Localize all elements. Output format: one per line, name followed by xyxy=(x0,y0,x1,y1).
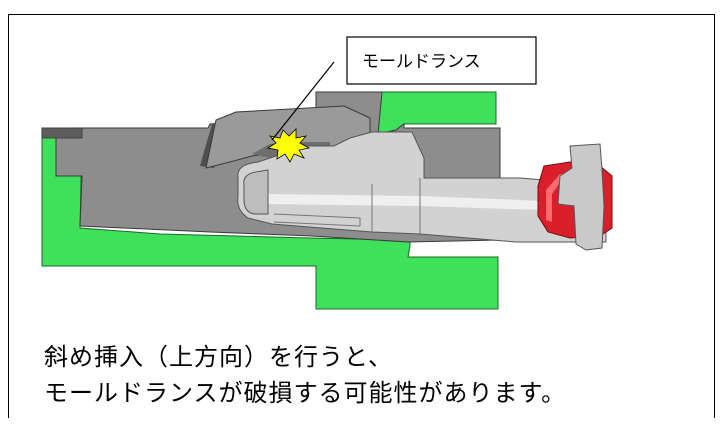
caption-line-1: 斜め挿入（上方向）を行うと、 xyxy=(44,343,394,371)
terminal-highlight xyxy=(260,194,600,212)
terminal-crimp-lines xyxy=(273,178,421,234)
gray-inner-step xyxy=(41,127,83,139)
spark-burst-icon xyxy=(266,128,311,163)
red-seal-highlight xyxy=(546,174,566,222)
callout-box xyxy=(346,36,537,85)
terminal-box-contact xyxy=(243,169,269,215)
callout-label: モールドランス xyxy=(362,52,481,72)
callout-leader-line xyxy=(271,61,335,141)
caption-line-2: モールドランスが破損する可能性があります。 xyxy=(44,379,567,407)
rear-holder xyxy=(557,143,605,251)
